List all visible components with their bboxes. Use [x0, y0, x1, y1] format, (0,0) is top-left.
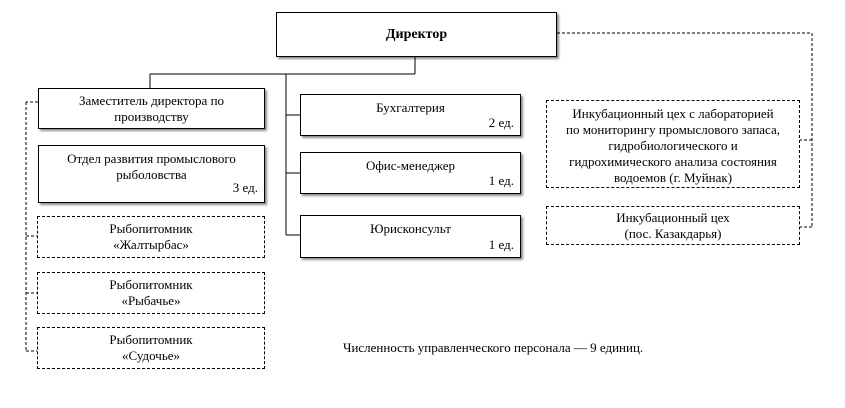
accounting-title: Бухгалтерия — [376, 100, 445, 115]
incubation-lab-line3: гидробиологического и — [608, 138, 738, 153]
incubation-kazak-line2: (пос. Казакдарья) — [624, 226, 722, 241]
director-title: Директор — [385, 26, 448, 42]
nursery-box-2: Рыбопитомник «Рыбачье» — [37, 272, 265, 314]
incubation-lab-line2: по мониторингу промыслового запаса, — [566, 122, 780, 137]
incubation-kazak-line1: Инкубационный цех — [616, 210, 730, 225]
nursery-box-3: Рыбопитомник «Судочье» — [37, 327, 265, 369]
fishing-dept-count: 3 ед. — [232, 180, 258, 195]
legal-box: Юрисконсульт 1 ед. — [300, 215, 521, 258]
fishing-dept-title-line2: рыболовства — [116, 167, 187, 182]
accounting-count: 2 ед. — [488, 115, 514, 130]
nursery-1-line1: Рыбопитомник — [109, 221, 193, 236]
incubation-lab-line4: гидрохимического анализа состояния — [569, 154, 777, 169]
fishing-dept-box: Отдел развития промыслового рыболовства … — [38, 145, 265, 203]
nursery-1-line2: «Жалтырбас» — [113, 237, 189, 252]
deputy-title-line1: Заместитель директора по — [78, 93, 225, 108]
nursery-2-line1: Рыбопитомник — [109, 277, 193, 292]
deputy-title-line2: производству — [114, 109, 189, 124]
legal-title: Юрисконсульт — [370, 221, 451, 236]
nursery-box-1: Рыбопитомник «Жалтырбас» — [37, 216, 265, 258]
office-manager-count: 1 ед. — [488, 173, 514, 188]
office-manager-box: Офис-менеджер 1 ед. — [300, 152, 521, 194]
nursery-3-line1: Рыбопитомник — [109, 332, 193, 347]
incubation-lab-line1: Инкубационный цех с лабораторией — [572, 106, 774, 121]
deputy-director-box: Заместитель директора по производству — [38, 88, 265, 129]
office-manager-title: Офис-менеджер — [365, 158, 456, 173]
nursery-3-line2: «Судочье» — [121, 348, 181, 363]
incubation-kazak-box: Инкубационный цех (пос. Казакдарья) — [546, 206, 800, 245]
director-box: Директор — [276, 12, 557, 57]
staff-count-note: Численность управленческого персонала — … — [343, 340, 644, 355]
accounting-box: Бухгалтерия 2 ед. — [300, 94, 521, 136]
incubation-lab-box: Инкубационный цех с лабораторией по мони… — [546, 100, 800, 188]
nursery-2-line2: «Рыбачье» — [121, 293, 181, 308]
fishing-dept-title-line1: Отдел развития промыслового — [67, 151, 236, 166]
incubation-lab-line5: водоемов (г. Муйнак) — [613, 170, 733, 185]
legal-count: 1 ед. — [488, 237, 514, 252]
